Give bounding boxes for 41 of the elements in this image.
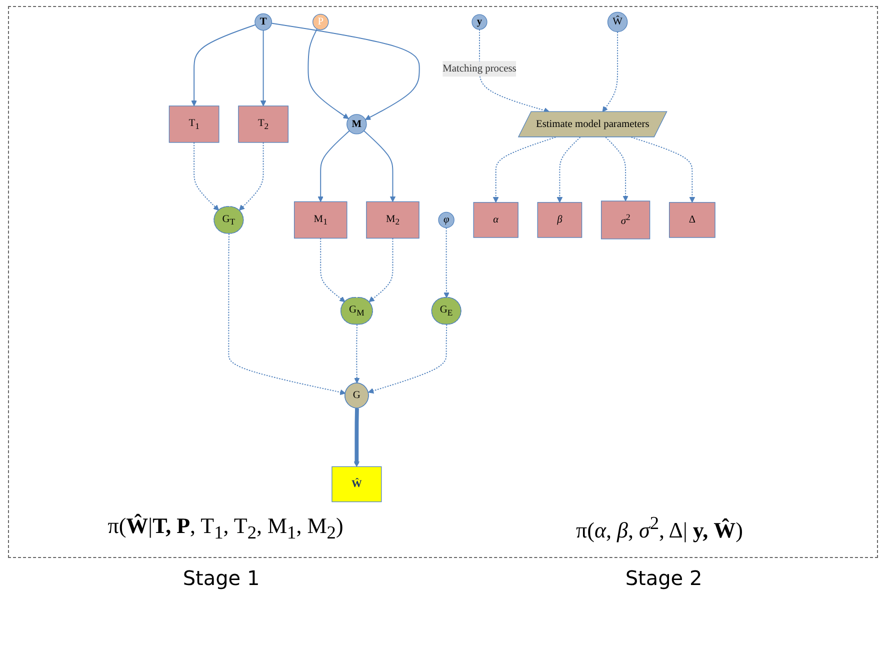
formula: π(Ŵ|T, P, T$_{1}$, T$_{2}$, M$_{1}$, M$_{2}$) xyxy=(108,512,344,544)
node-box: σ$^{2}$ xyxy=(601,200,650,240)
arrow xyxy=(354,408,360,467)
node-box: M$_{1}$ xyxy=(294,201,348,239)
arrow xyxy=(493,136,556,203)
arrow xyxy=(479,28,550,114)
arrow xyxy=(192,24,256,106)
node-circle: M xyxy=(346,114,368,134)
node-box: T$_{2}$ xyxy=(238,106,289,143)
arrow xyxy=(239,142,264,211)
arrow xyxy=(260,30,267,106)
node-box: α xyxy=(474,202,519,238)
stage-label: Stage 1 xyxy=(182,565,260,590)
arrow xyxy=(368,324,448,394)
arrow xyxy=(194,142,220,211)
arrow xyxy=(631,136,696,203)
node-circle: y xyxy=(472,14,488,30)
node-box: β xyxy=(538,202,582,238)
arrow xyxy=(318,130,350,202)
node-box: Δ xyxy=(669,202,716,238)
formula: π(α, β, σ$^{2}$, Δ| y, Ŵ) xyxy=(576,512,743,544)
node-box: Ŵ xyxy=(332,466,382,502)
arrow xyxy=(364,130,396,202)
arrow xyxy=(308,28,350,119)
node-circle: φ xyxy=(438,212,455,228)
node-circle: Ŵ xyxy=(608,12,628,32)
arrow xyxy=(271,22,420,120)
arrow xyxy=(444,227,450,298)
arrow xyxy=(369,238,394,302)
stage-label: Stage 2 xyxy=(625,565,702,590)
node-circle: P xyxy=(312,14,330,30)
node-box: M$_{2}$ xyxy=(366,201,420,239)
arrow xyxy=(557,136,582,203)
arrow xyxy=(354,324,360,384)
node-box: T$_{1}$ xyxy=(169,106,220,143)
arrow xyxy=(320,238,346,302)
node-circle: T xyxy=(255,13,272,31)
arrow xyxy=(602,31,618,112)
edge-label: Matching process xyxy=(443,63,517,74)
arrow xyxy=(228,233,346,396)
arrow xyxy=(606,136,629,202)
